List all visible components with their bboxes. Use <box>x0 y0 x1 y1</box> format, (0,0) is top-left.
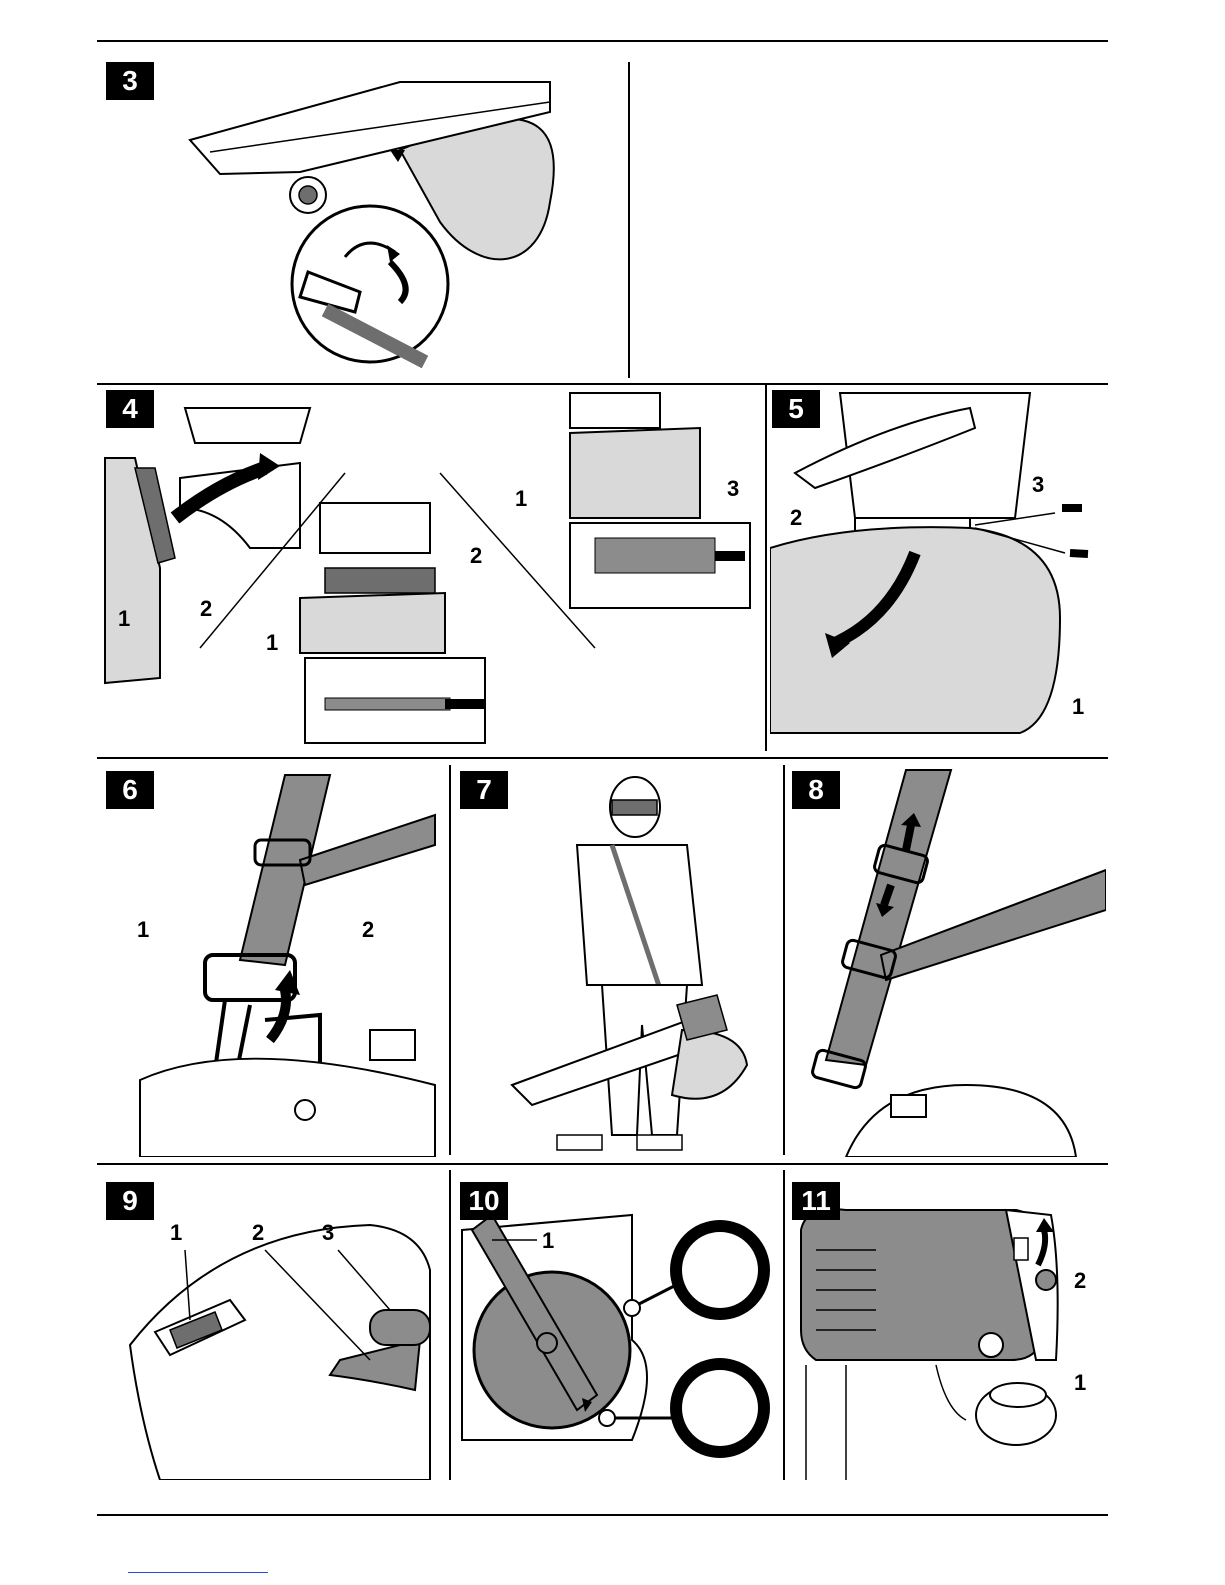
figure-4: 1 2 2 1 1 3 <box>100 388 760 750</box>
figure-5-callout: 2 <box>790 505 802 530</box>
figure-11-callout: 2 <box>1074 1268 1086 1293</box>
figure-4-callout: 1 <box>266 630 278 655</box>
figure-4-callout: 1 <box>118 606 130 631</box>
figure-5-callout: 1 <box>1072 694 1084 719</box>
figure-3-drawing <box>150 62 620 378</box>
figure-5: 2 3 1 <box>770 388 1105 750</box>
figure-5-callout: 3 <box>1032 472 1044 497</box>
figure-4-callout: 2 <box>470 543 482 568</box>
figure-6-callout: 2 <box>362 917 374 942</box>
figure-5-drawing: 2 3 1 <box>770 388 1105 750</box>
figure-8 <box>786 765 1106 1157</box>
figure-9-callout: 2 <box>252 1220 264 1245</box>
divider-4-5 <box>765 385 767 751</box>
figure-4-callout: 3 <box>727 476 739 501</box>
figure-badge-9: 9 <box>106 1182 154 1220</box>
rule-row2 <box>97 757 1108 759</box>
figure-7-drawing <box>452 765 782 1157</box>
figure-4-callout: 1 <box>515 486 527 511</box>
figure-6: 1 2 <box>100 765 443 1157</box>
rule-row1 <box>97 383 1108 385</box>
figure-badge-11: 11 <box>792 1182 840 1220</box>
divider-9-10 <box>449 1170 451 1480</box>
divider-6-7 <box>449 765 451 1155</box>
figure-badge-6: 6 <box>106 771 154 809</box>
figure-3 <box>150 62 620 378</box>
figure-badge-10: 10 <box>460 1182 508 1220</box>
figure-badge-4: 4 <box>106 390 154 428</box>
top-rule <box>97 40 1108 42</box>
figure-10-callout: 1 <box>542 1228 554 1253</box>
figure-7 <box>452 765 782 1157</box>
divider-3 <box>628 62 630 378</box>
figure-6-drawing: 1 2 <box>100 765 443 1157</box>
figure-4-callout: 2 <box>200 596 212 621</box>
figure-badge-8: 8 <box>792 771 840 809</box>
divider-10-11 <box>783 1170 785 1480</box>
figure-6-callout: 1 <box>137 917 149 942</box>
figure-9-callout: 3 <box>322 1220 334 1245</box>
footer-link-underline[interactable] <box>128 1572 268 1573</box>
figure-8-drawing <box>786 765 1106 1157</box>
figure-11-callout: 1 <box>1074 1370 1086 1395</box>
rule-row3 <box>97 1163 1108 1165</box>
figure-9-callout: 1 <box>170 1220 182 1245</box>
figure-badge-7: 7 <box>460 771 508 809</box>
figure-4-drawing: 1 2 2 1 1 3 <box>100 388 760 750</box>
divider-7-8 <box>783 765 785 1155</box>
figure-badge-5: 5 <box>772 390 820 428</box>
bottom-rule <box>97 1514 1108 1516</box>
figure-badge-3: 3 <box>106 62 154 100</box>
